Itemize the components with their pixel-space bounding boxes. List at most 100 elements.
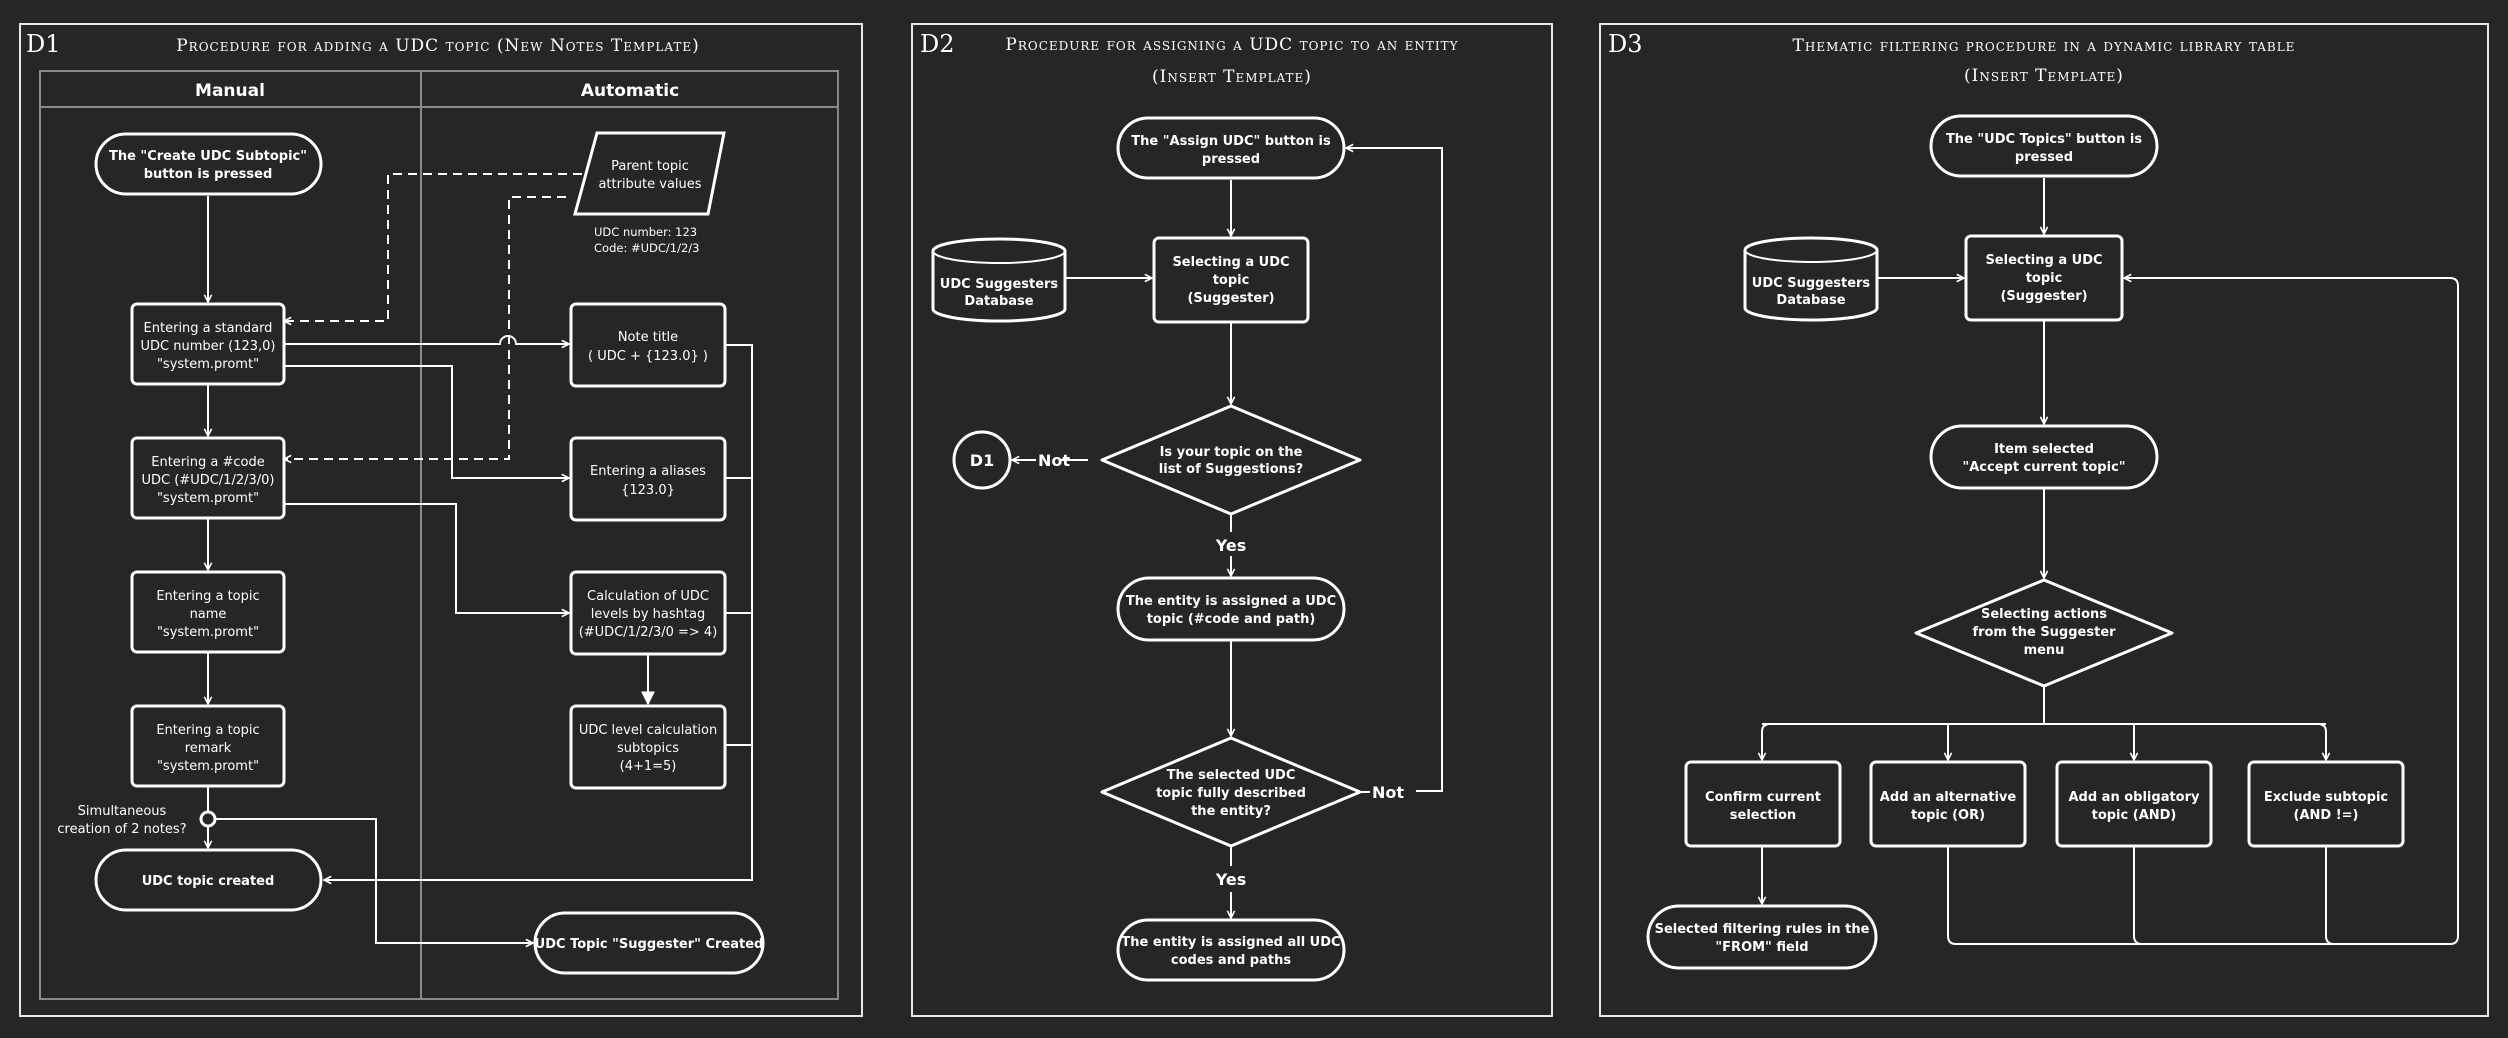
line-exclude-return [2325,846,2335,945]
entity-assigned-line-1: The entity is assigned a UDC [1126,594,1336,609]
alternative-line-1: Add an alternative [1880,790,2017,805]
actions-decision [1914,578,2174,688]
enter-number-line-1: Entering a standard [144,321,273,336]
note-title-node [569,302,727,388]
arrow-to-confirm [1762,723,1771,760]
alternative-line-2: topic (OR) [1911,808,1985,823]
panel-d2-title-line-2: (Insert Template) [1152,67,1312,87]
panel-d3-frame [1599,23,2489,1017]
obligatory-line-1: Add an obligatory [2068,790,2200,805]
entity-assigned-line-2: topic (#code and path) [1147,612,1316,627]
arrow-number-to-title [284,335,569,344]
filtering-rules-line-1: Selected filtering rules in the [1655,922,1870,937]
enter-code-node [130,436,286,520]
lane-manual-header: Manual [195,81,265,101]
simultaneous-line-2: creation of 2 notes? [57,822,186,837]
actions-line-2: from the Suggester [1972,625,2116,640]
topic-created-label: UDC topic created [142,874,275,889]
obligatory-topic-node [2055,760,2213,848]
exclude-line-1: Exclude subtopic [2264,790,2388,805]
panel-d1-title: Procedure for adding a UDC topic (New No… [176,36,700,56]
actions-line-3: menu [2024,643,2065,658]
arrow-number-to-aliases [284,365,569,478]
filtering-rules-line-2: "FROM" field [1715,940,1808,955]
simultaneous-line-1: Simultaneous [78,804,167,819]
arrow-to-exclude [2317,723,2326,760]
actions-branch-bus [1762,686,2326,725]
question1-decision [1100,404,1362,516]
aliases-node [569,436,727,522]
enter-code-line-3: "system.promt" [157,491,259,506]
database-rim-d3 [1744,249,1878,263]
exclude-subtopic-node [2247,760,2405,848]
entity-assigned-all-line-1: The entity is assigned all UDC [1121,935,1340,950]
udc-topics-line-1: The "UDC Topics" button is [1946,132,2142,147]
selecting-topic-node-d2 [1152,236,1310,324]
entity-assigned-node [1116,576,1346,642]
note-title-line-2: ( UDC + {123.0} ) [588,349,708,364]
dashed-parent-to-code [284,196,566,459]
assign-udc-line-2: pressed [1202,152,1260,167]
level-calc-node [569,704,727,790]
yes-label-1: Yes [1215,536,1247,555]
note-title-line-1: Note title [618,330,678,345]
item-selected-line-2: "Accept current topic" [1962,460,2125,475]
entity-assigned-all-node [1116,918,1346,982]
line-obligatory-return [2133,846,2143,945]
question2-line-2: topic fully described [1156,786,1306,801]
database-d2-line-1: UDC Suggesters [940,277,1059,292]
panel-d3-tag: D3 [1608,30,1643,58]
topic-created-node [94,848,323,912]
parent-attributes-line-2: attribute values [598,177,701,192]
create-subtopic-button-node [94,132,323,196]
selecting-d2-line-2: topic [1213,273,1250,288]
udc-topics-button-node [1929,114,2159,178]
enter-name-line-2: name [190,607,227,622]
filtering-rules-node [1646,904,1878,970]
database-d3-line-1: UDC Suggesters [1752,276,1871,291]
panel-d3-title-line-1: Thematic filtering procedure in a dynami… [1793,36,2296,56]
enter-name-node [130,570,286,654]
alternative-topic-node [1869,760,2027,848]
enter-remark-line-2: remark [185,741,232,756]
udc-topics-line-2: pressed [2015,150,2073,165]
panel-d2-tag: D2 [920,30,955,58]
enter-remark-line-3: "system.promt" [157,759,259,774]
not-label-2: Not [1372,783,1404,802]
d1-connector-label: D1 [970,451,994,470]
dashed-parent-to-number [284,173,582,321]
calc-levels-node [569,570,727,656]
panel-d1-frame [19,23,863,1017]
create-subtopic-line-1: The "Create UDC Subtopic" [109,149,307,164]
lane-automatic-header: Automatic [581,81,679,101]
question1-line-1: Is your topic on the [1160,445,1303,460]
database-d2-line-2: Database [964,294,1033,309]
selecting-d3-line-3: (Suggester) [2000,289,2087,304]
question2-decision [1100,736,1362,848]
item-selected-node [1929,424,2159,490]
level-calc-line-2: subtopics [617,741,679,756]
database-d3-line-2: Database [1776,293,1845,308]
enter-code-line-1: Entering a #code [151,455,264,470]
create-subtopic-line-2: button is pressed [144,167,273,182]
assign-udc-line-1: The "Assign UDC" button is [1131,134,1331,149]
actions-line-1: Selecting actions [1981,607,2107,622]
level-calc-line-1: UDC level calculation [579,723,717,738]
selecting-d3-line-2: topic [2026,271,2063,286]
calc-levels-line-2: levels by hashtag [591,607,705,622]
selecting-d2-line-3: (Suggester) [1187,291,1274,306]
parent-attributes-line-1: Parent topic [611,159,689,174]
enter-number-line-3: "system.promt" [157,357,259,372]
level-calc-line-3: (4+1=5) [620,759,677,774]
confirm-line-1: Confirm current [1705,790,1821,805]
arrow-loop-back-to-selecting [1947,278,2459,945]
question1-line-2: list of Suggestions? [1159,462,1303,477]
suggester-created-label: UDC Topic "Suggester" Created [535,937,764,952]
panel-d1: D1 Procedure for adding a UDC topic (New… [19,23,863,1017]
confirm-line-2: selection [1730,808,1796,823]
aliases-line-1: Entering a aliases [590,464,706,479]
enter-name-line-1: Entering a topic [156,589,259,604]
calc-levels-line-3: (#UDC/1/2/3/0 => 4) [579,625,718,640]
item-selected-line-1: Item selected [1994,442,2094,457]
